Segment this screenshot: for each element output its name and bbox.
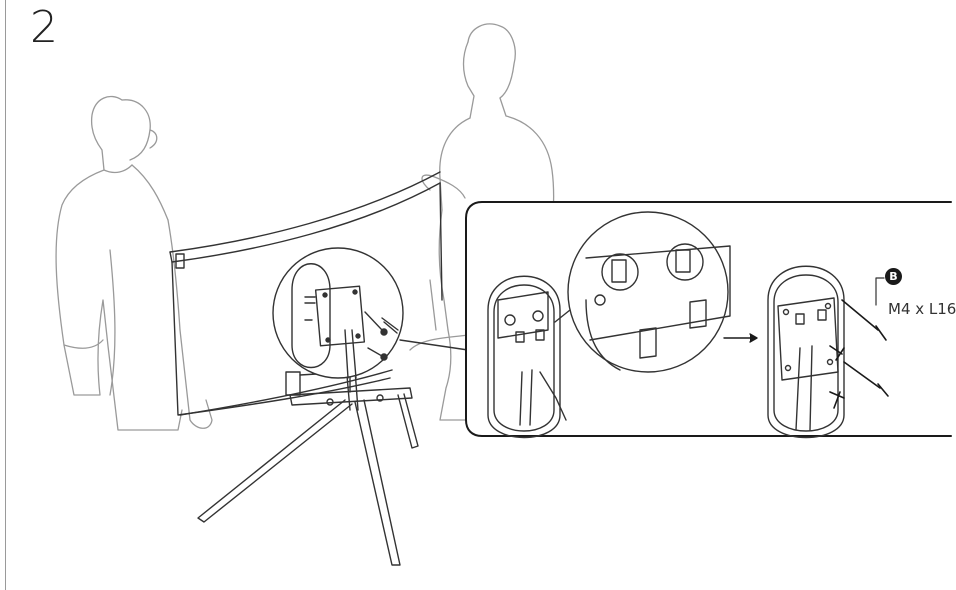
curved-tv bbox=[169, 171, 443, 416]
screw-type-badge: B bbox=[885, 268, 902, 285]
bracket-after bbox=[767, 265, 845, 439]
screw-label-leader bbox=[875, 277, 885, 306]
screw-icon bbox=[829, 299, 889, 409]
page-margin-rule bbox=[5, 0, 6, 590]
bracket-zoom-detail bbox=[554, 211, 731, 373]
step-number: 2 bbox=[30, 2, 58, 53]
screw-spec-label: M4 x L16 bbox=[888, 300, 956, 318]
person-left bbox=[55, 95, 213, 431]
bracket-before bbox=[487, 275, 567, 439]
arrow-right-icon bbox=[723, 333, 758, 343]
callout-connector bbox=[399, 339, 469, 351]
bracket-zoom-circle bbox=[272, 247, 404, 379]
